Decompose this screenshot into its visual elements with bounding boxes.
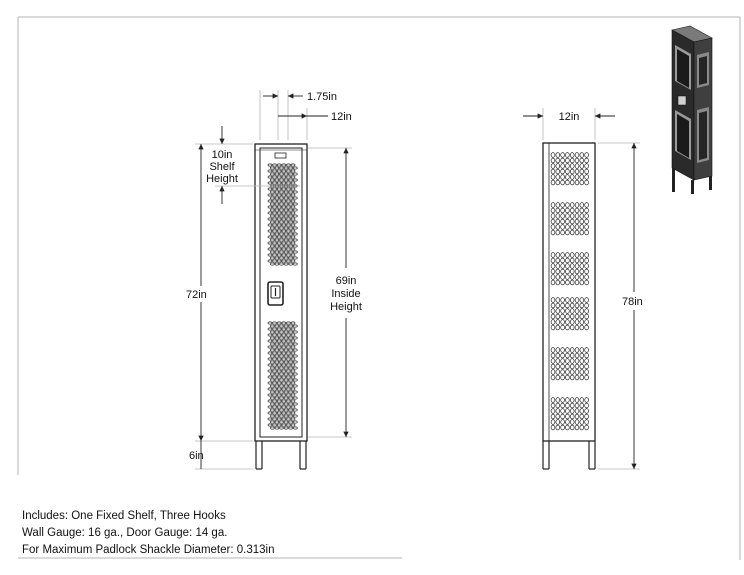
dim-shelf-height-label2: Height: [206, 173, 238, 185]
dim-total-height-label: 72in: [186, 289, 207, 301]
front-extension-lines: [195, 90, 352, 470]
note-includes: Includes: One Fixed Shelf, Three Hooks: [22, 510, 226, 522]
side-vents: [550, 152, 589, 431]
dim-leg-height-label: 6in: [189, 450, 204, 462]
note-gauge: Wall Gauge: 16 ga., Door Gauge: 14 ga.: [22, 527, 228, 539]
spec-notes: Includes: One Fixed Shelf, Three Hooks W…: [22, 508, 274, 559]
door-vents-upper: [267, 163, 298, 266]
dim-inside-height-label2: Height: [330, 301, 362, 313]
door-vents-lower: [267, 321, 298, 430]
dim-shelf-height-value: 10in: [212, 149, 233, 161]
dim-side-height-label: 78in: [622, 296, 643, 308]
dim-inside-height-value: 69in: [336, 275, 357, 287]
locker-legs-front: [255, 441, 307, 470]
dim-door-width-label: 1.75in: [307, 91, 337, 103]
dim-front-width-label: 12in: [331, 111, 352, 123]
sheet-frame: [17, 16, 741, 560]
locker-legs-side: [542, 441, 596, 470]
front-view: 1.75in 12in 10in Shelf Height 72in 6in: [186, 90, 362, 470]
locker-side-panel: [542, 142, 596, 442]
door-handle: [267, 281, 284, 306]
note-padlock: For Maximum Padlock Shackle Diameter: 0.…: [22, 544, 275, 556]
locker-isometric-thumbnail: [671, 25, 713, 194]
dim-shelf-height-label1: Shelf: [209, 161, 235, 173]
side-view: 12in 78in: [523, 108, 643, 470]
dim-side-depth-label: 12in: [559, 111, 580, 123]
number-plate: [274, 152, 287, 159]
dim-inside-height-label1: Inside: [331, 288, 360, 300]
